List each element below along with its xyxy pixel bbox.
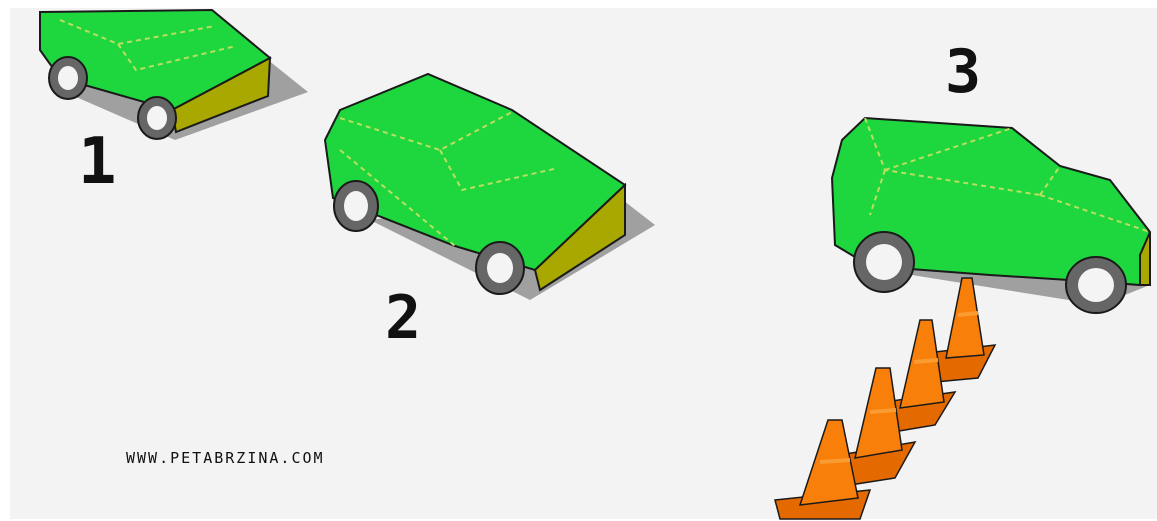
website-watermark: WWW.PETABRZINA.COM xyxy=(126,449,325,467)
step-label-2: 2 xyxy=(385,283,421,353)
step-label-3: 3 xyxy=(945,37,981,107)
step-label-1: 1 xyxy=(78,125,117,199)
